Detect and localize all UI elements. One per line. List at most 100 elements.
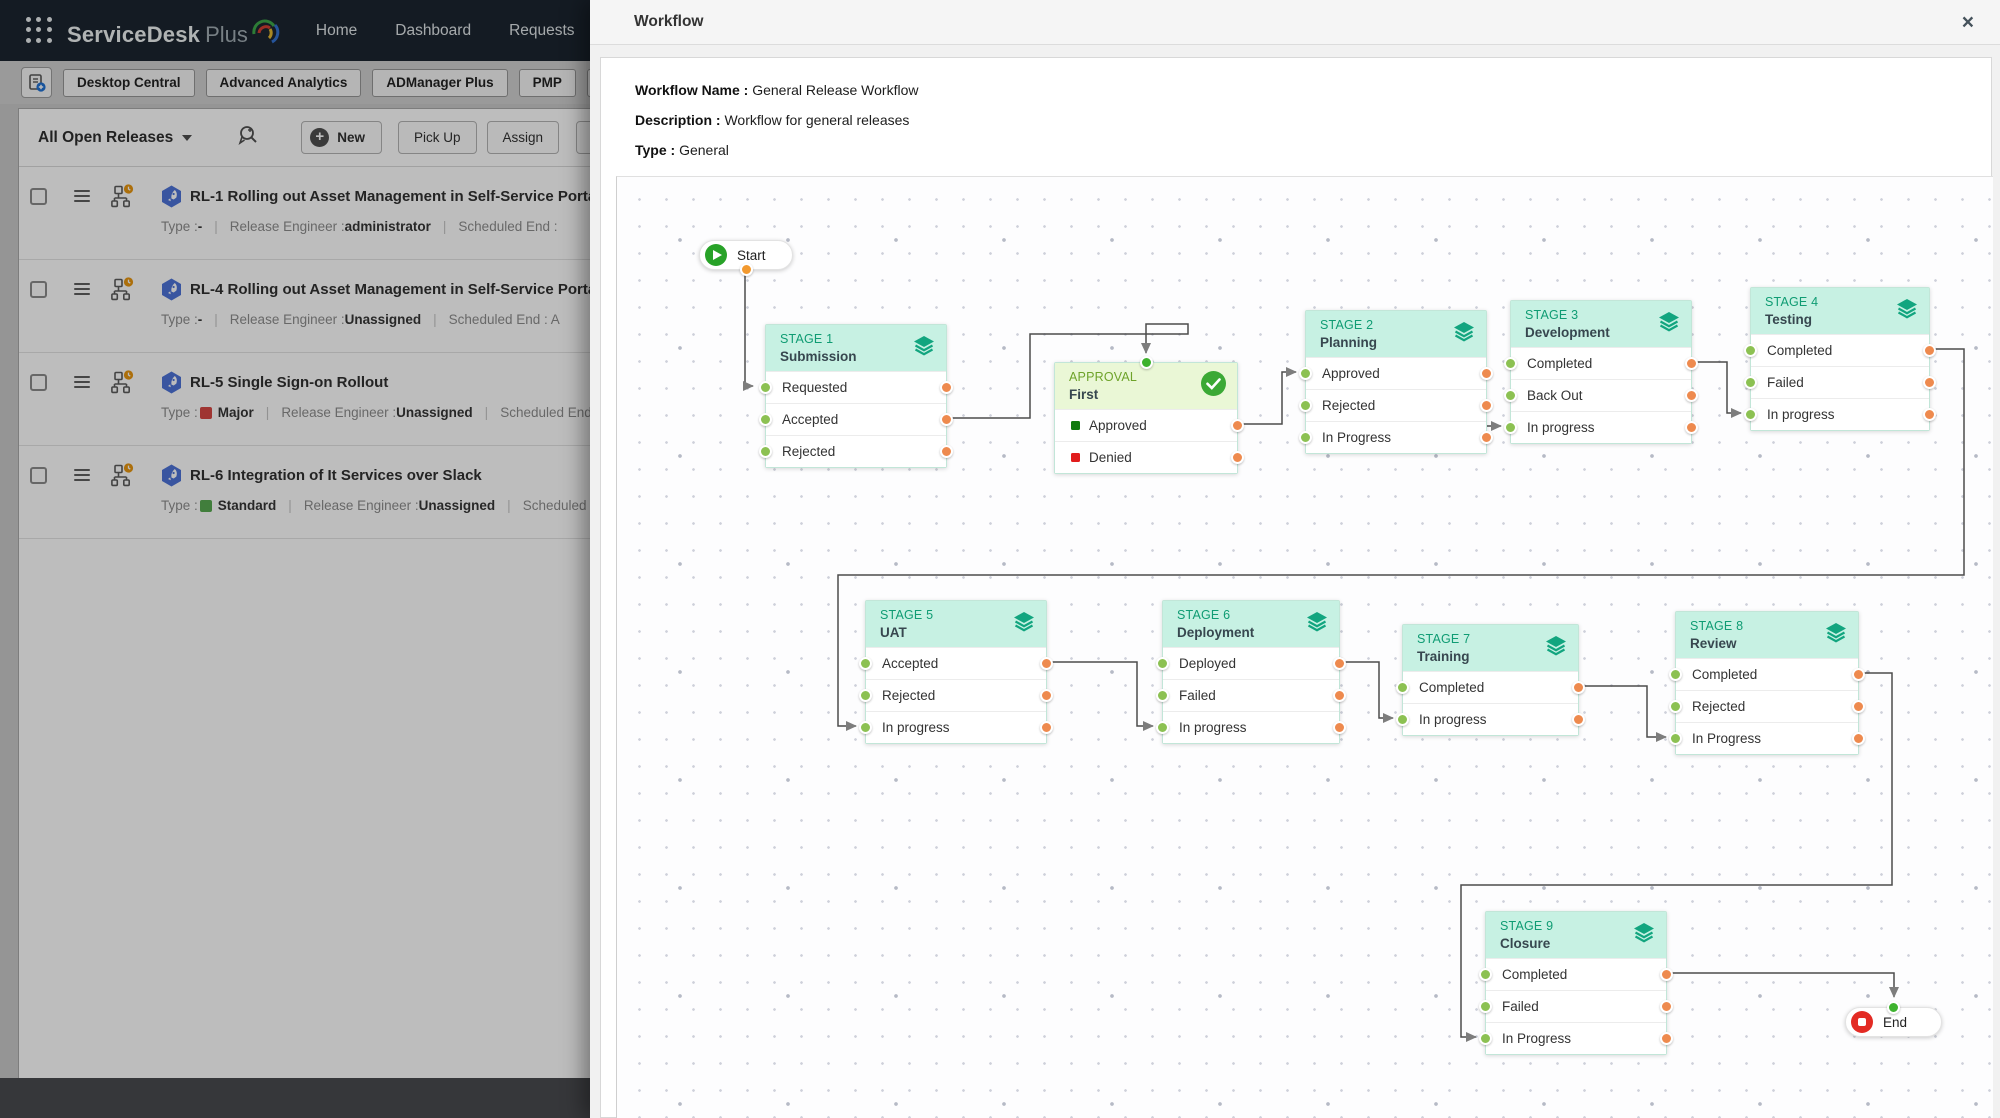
stage-status-row-completed[interactable]: Completed <box>1744 334 1936 366</box>
connector-port-in[interactable] <box>759 381 772 394</box>
release-title[interactable]: RL-6 Integration of It Services over Sla… <box>190 466 482 484</box>
connector-port-in[interactable] <box>1504 389 1517 402</box>
stage-status-row-accepted[interactable]: Accepted <box>759 403 953 435</box>
close-icon[interactable]: × <box>1961 10 1974 34</box>
stage-status-row-failed[interactable]: Failed <box>1156 679 1346 711</box>
connector-port-out[interactable] <box>1040 657 1053 670</box>
stage-status-row-in-progress[interactable]: In progress <box>1396 703 1585 735</box>
stage-status-row-rejected[interactable]: Rejected <box>759 435 953 467</box>
connector-port-out[interactable] <box>1923 376 1936 389</box>
connector-port-out[interactable] <box>1852 732 1865 745</box>
view-filter-dropdown[interactable]: All Open Releases <box>38 128 174 146</box>
connector-port-out[interactable] <box>1660 968 1673 981</box>
stage-status-row-approved[interactable]: Approved <box>1299 357 1493 389</box>
connector-port-out[interactable] <box>1231 419 1244 432</box>
stage-status-row-completed[interactable]: Completed <box>1669 658 1865 690</box>
connector-port-in[interactable] <box>859 657 872 670</box>
connector-port-out[interactable] <box>1231 451 1244 464</box>
connector-port-in[interactable] <box>1156 689 1169 702</box>
drag-handle-icon[interactable] <box>74 187 90 205</box>
nav-item-requests[interactable]: Requests <box>509 21 575 39</box>
connector-port-top[interactable] <box>1139 356 1153 369</box>
stage-status-row-accepted[interactable]: Accepted <box>859 647 1053 679</box>
connector-port-out[interactable] <box>1660 1000 1673 1013</box>
connector-port-out[interactable] <box>1572 681 1585 694</box>
connector-port-in[interactable] <box>1299 431 1312 444</box>
connector-port-out[interactable] <box>1852 668 1865 681</box>
tab-desktop-central[interactable]: Desktop Central <box>63 68 195 97</box>
nav-item-dashboard[interactable]: Dashboard <box>395 21 472 39</box>
connector-port-in[interactable] <box>1669 732 1682 745</box>
stage-status-row-in-progress[interactable]: In progress <box>1156 711 1346 743</box>
advanced-search-icon[interactable] <box>236 123 261 153</box>
assign-button[interactable]: Assign <box>486 121 560 154</box>
stage-status-row-completed[interactable]: Completed <box>1504 347 1698 379</box>
stage-status-row-deployed[interactable]: Deployed <box>1156 647 1346 679</box>
connector-port-out[interactable] <box>1685 357 1698 370</box>
connector-port-in[interactable] <box>1479 968 1492 981</box>
tab-admanager-plus[interactable]: ADManager Plus <box>372 68 508 97</box>
stage-status-row-in-progress[interactable]: In progress <box>1504 411 1698 443</box>
stage-status-row-in-progress[interactable]: In progress <box>1744 398 1936 430</box>
drag-handle-icon[interactable] <box>74 280 90 298</box>
connector-port-out[interactable] <box>940 413 953 426</box>
stage-status-row-requested[interactable]: Requested <box>759 371 953 403</box>
connector-port-out[interactable] <box>1480 431 1493 444</box>
workflow-status-icon[interactable] <box>111 277 135 301</box>
connector-port-in[interactable] <box>1744 344 1757 357</box>
row-checkbox[interactable] <box>30 280 47 298</box>
connector-port-bottom[interactable] <box>739 263 753 276</box>
connector-port-out[interactable] <box>1333 657 1346 670</box>
connector-port-top[interactable] <box>1887 1001 1900 1014</box>
row-checkbox[interactable] <box>30 373 47 391</box>
add-view-button[interactable] <box>21 67 52 98</box>
tab-pmp[interactable]: PMP <box>518 68 576 97</box>
connector-port-in[interactable] <box>1396 713 1409 726</box>
connector-port-in[interactable] <box>759 445 772 458</box>
workflow-status-icon[interactable] <box>111 184 135 208</box>
stage-status-row-rejected[interactable]: Rejected <box>1299 389 1493 421</box>
stage-status-row-failed[interactable]: Failed <box>1744 366 1936 398</box>
stage-status-row-in-progress[interactable]: In Progress <box>1669 722 1865 754</box>
workflow-status-icon[interactable] <box>111 370 135 394</box>
stage-status-row-denied[interactable]: Denied <box>1055 441 1244 473</box>
stage-status-row-failed[interactable]: Failed <box>1479 990 1673 1022</box>
connector-port-in[interactable] <box>1504 421 1517 434</box>
connector-port-in[interactable] <box>1299 399 1312 412</box>
connector-port-out[interactable] <box>1480 399 1493 412</box>
connector-port-out[interactable] <box>1923 408 1936 421</box>
chevron-down-icon[interactable] <box>182 134 193 141</box>
connector-port-out[interactable] <box>1852 700 1865 713</box>
row-checkbox[interactable] <box>30 466 47 484</box>
stage-status-row-rejected[interactable]: Rejected <box>859 679 1053 711</box>
release-row[interactable]: RL-4 Rolling out Asset Management in Sel… <box>19 260 2000 353</box>
stage-status-row-in-progress[interactable]: In Progress <box>1479 1022 1673 1054</box>
connector-port-in[interactable] <box>859 721 872 734</box>
end-node[interactable]: End <box>1845 1001 1942 1037</box>
connector-port-in[interactable] <box>1504 357 1517 370</box>
connector-port-in[interactable] <box>1156 657 1169 670</box>
release-title[interactable]: RL-4 Rolling out Asset Management in Sel… <box>190 280 601 298</box>
pickup-button[interactable]: Pick Up <box>398 121 477 154</box>
connector-port-in[interactable] <box>1299 367 1312 380</box>
row-checkbox[interactable] <box>30 187 47 205</box>
connector-port-out[interactable] <box>1685 389 1698 402</box>
connector-port-in[interactable] <box>1669 668 1682 681</box>
start-node[interactable]: Start <box>699 240 793 276</box>
connector-port-in[interactable] <box>859 689 872 702</box>
release-title[interactable]: RL-1 Rolling out Asset Management in Sel… <box>190 187 601 205</box>
connector-port-out[interactable] <box>940 381 953 394</box>
connector-port-out[interactable] <box>1685 421 1698 434</box>
connector-port-out[interactable] <box>1333 689 1346 702</box>
connector-port-out[interactable] <box>1572 713 1585 726</box>
connector-port-in[interactable] <box>1744 408 1757 421</box>
connector-port-in[interactable] <box>1156 721 1169 734</box>
tab-advanced-analytics[interactable]: Advanced Analytics <box>205 68 362 97</box>
stage-status-row-in-progress[interactable]: In progress <box>859 711 1053 743</box>
connector-port-in[interactable] <box>759 413 772 426</box>
connector-port-out[interactable] <box>1333 721 1346 734</box>
